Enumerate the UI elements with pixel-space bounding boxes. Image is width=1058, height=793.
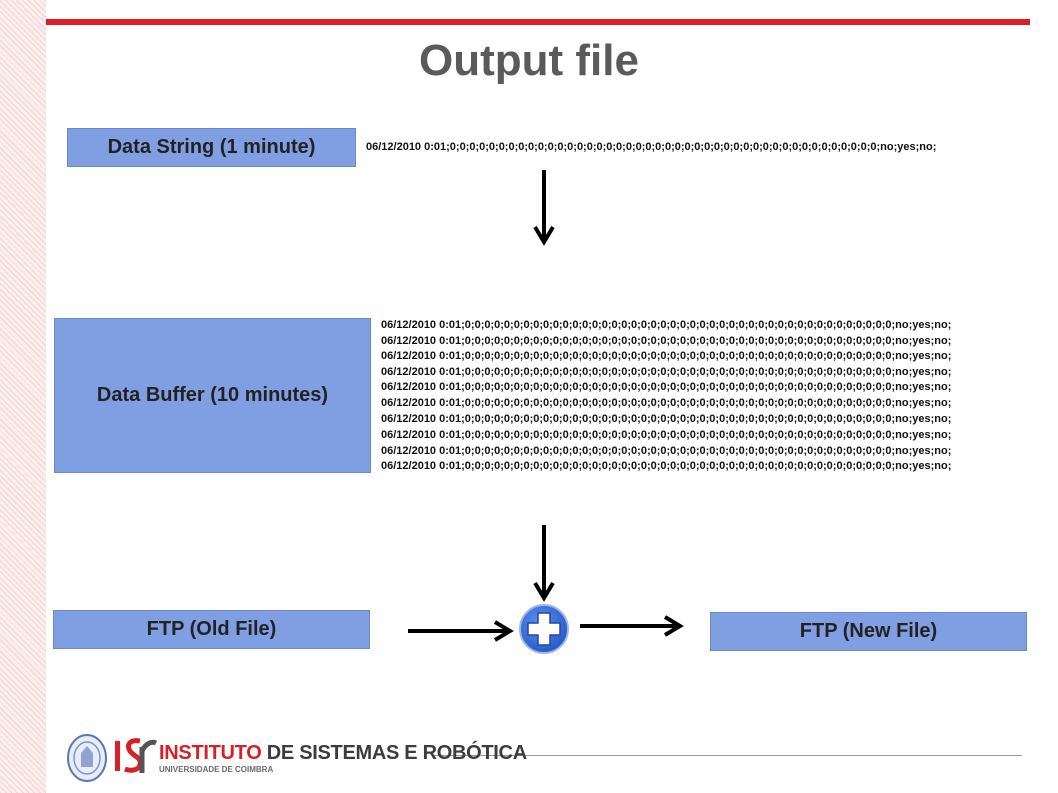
buffer-line: 06/12/2010 0:01;0;0;0;0;0;0;0;0;0;0;0;0;… [381,413,952,426]
university-name: UNIVERSIDADE DE COIMBRA [159,765,274,774]
data-string-value: 06/12/2010 0:01;0;0;0;0;0;0;0;0;0;0;0;0;… [366,141,937,153]
buffer-line: 06/12/2010 0:01;0;0;0;0;0;0;0;0;0;0;0;0;… [381,319,952,331]
data-string-label: Data String (1 minute) [107,136,316,158]
merge-plus-icon [519,604,569,654]
buffer-line: 06/12/2010 0:01;0;0;0;0;0;0;0;0;0;0;0;0;… [381,350,952,363]
buffer-line: 06/12/2010 0:01;0;0;0;0;0;0;0;0;0;0;0;0;… [381,334,952,347]
data-string-box: Data String (1 minute) [67,128,356,167]
institute-name: INSTITUTO DE SISTEMAS E ROBÓTICA [159,742,527,765]
buffer-line: 06/12/2010 0:01;0;0;0;0;0;0;0;0;0;0;0;0;… [381,460,952,473]
ftp-old-file-box: FTP (Old File) [53,610,370,649]
data-buffer-box: Data Buffer (10 minutes) [54,318,371,473]
institute-name-highlight: INSTITUTO [159,742,262,764]
buffer-line: 06/12/2010 0:01;0;0;0;0;0;0;0;0;0;0;0;0;… [381,444,952,457]
buffer-line: 06/12/2010 0:01;0;0;0;0;0;0;0;0;0;0;0;0;… [381,381,952,394]
arrow-buffer-to-merge [533,525,555,602]
university-seal-icon [67,734,107,782]
buffer-line: 06/12/2010 0:01;0;0;0;0;0;0;0;0;0;0;0;0;… [381,428,952,441]
title-accent-bar [46,19,1030,25]
decorative-side-stripe [0,0,46,793]
arrow-old-file-to-merge [408,620,514,642]
footer-divider [432,755,1022,756]
institute-name-rest: DE SISTEMAS E ROBÓTICA [261,742,527,764]
ftp-old-file-label: FTP (Old File) [146,618,277,640]
arrow-string-to-buffer [533,170,555,246]
isr-logo-icon [115,738,158,773]
data-buffer-lines: 06/12/2010 0:01;0;0;0;0;0;0;0;0;0;0;0;0;… [381,318,951,475]
arrow-merge-to-new-file [580,615,684,637]
buffer-line: 06/12/2010 0:01;0;0;0;0;0;0;0;0;0;0;0;0;… [381,365,952,378]
slide-title: Output file [419,36,639,85]
data-buffer-label: Data Buffer (10 minutes) [96,384,329,406]
buffer-line: 06/12/2010 0:01;0;0;0;0;0;0;0;0;0;0;0;0;… [381,396,952,409]
ftp-new-file-label: FTP (New File) [799,620,938,642]
ftp-new-file-box: FTP (New File) [710,612,1027,651]
